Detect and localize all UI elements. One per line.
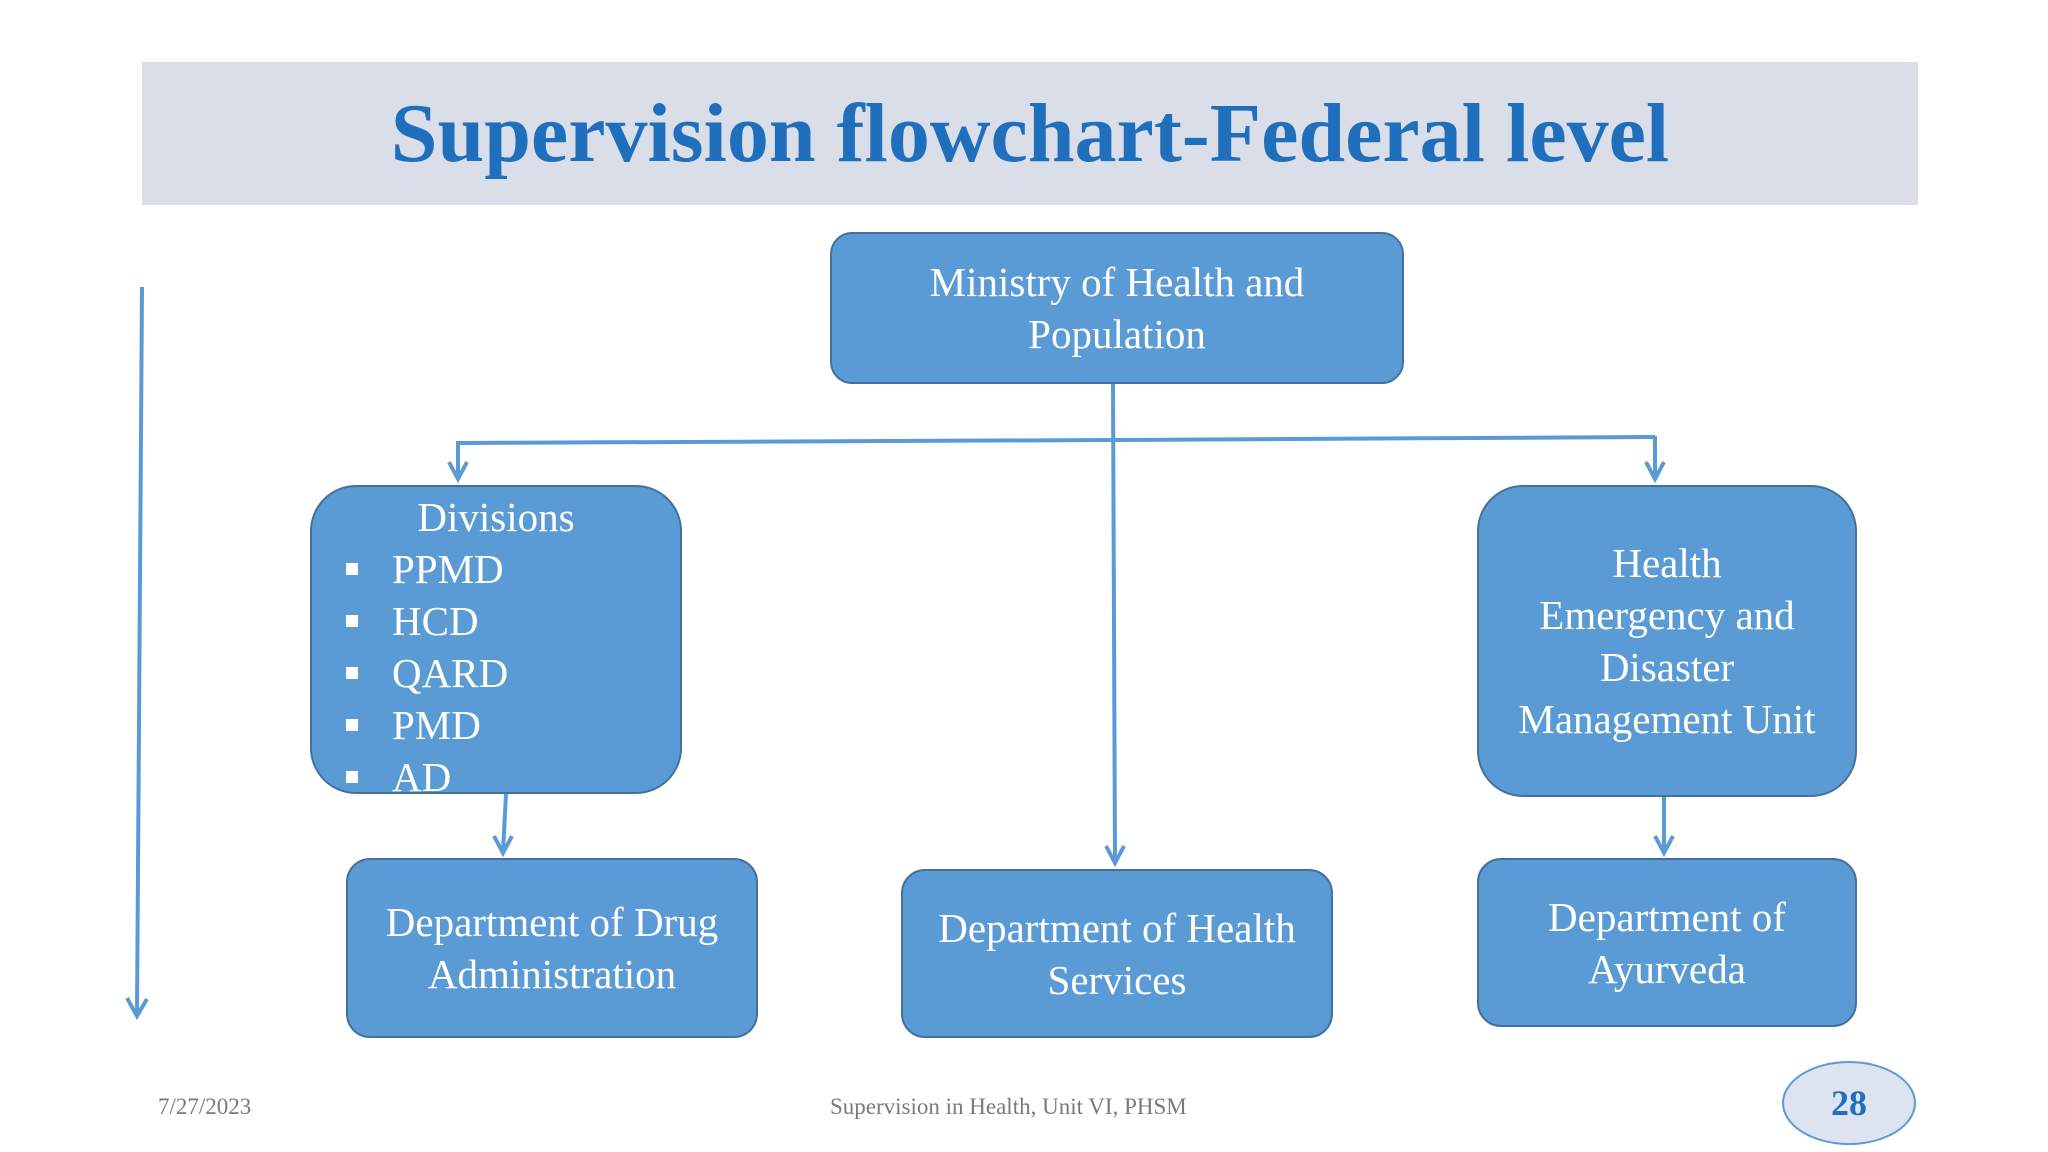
division-label: QARD bbox=[392, 650, 509, 696]
node-department-health-services: Department of Health Services bbox=[901, 869, 1333, 1038]
slide-title: Supervision flowchart-Federal level bbox=[390, 86, 1670, 180]
square-bullet-icon bbox=[346, 667, 358, 679]
node-drug-line: Department of Drug bbox=[385, 899, 719, 945]
divisions-list: PPMD HCD QARD PMD AD bbox=[312, 543, 680, 803]
list-item: HCD bbox=[312, 595, 680, 647]
node-ayurveda-line: Department of bbox=[1548, 893, 1786, 940]
node-divisions-title: Divisions bbox=[417, 494, 575, 540]
footer-text: Supervision in Health, Unit VI, PHSM bbox=[830, 1094, 1187, 1119]
title-bar: Supervision flowchart-Federal level bbox=[142, 62, 1918, 205]
page-number: 28 bbox=[1782, 1061, 1916, 1145]
node-health-services-line: Department of Health bbox=[938, 904, 1296, 951]
left-vertical-arrow bbox=[125, 286, 149, 1021]
edge-ministry-hedmu bbox=[1644, 436, 1666, 484]
footer-date: 7/27/2023 bbox=[158, 1094, 252, 1119]
node-hedmu-line: Emergency and bbox=[1539, 592, 1795, 638]
edge-divisions-drug bbox=[492, 793, 514, 858]
edge-hedmu-ayurveda bbox=[1653, 797, 1675, 858]
edge-ministry-divisions bbox=[447, 441, 469, 484]
list-item: QARD bbox=[312, 647, 680, 699]
node-department-ayurveda: Department of Ayurveda bbox=[1477, 858, 1857, 1027]
list-item: PPMD bbox=[312, 543, 680, 595]
node-department-drug-administration: Department of Drug Administration bbox=[346, 858, 758, 1038]
node-ministry-line: Ministry of Health and bbox=[929, 259, 1305, 305]
node-drug-line: Administration bbox=[427, 951, 677, 997]
node-health-emergency-unit: Health Emergency and Disaster Management… bbox=[1477, 485, 1857, 797]
division-label: AD bbox=[392, 754, 452, 800]
node-ministry: Ministry of Health and Population bbox=[830, 232, 1404, 384]
connector-bus bbox=[457, 435, 1656, 445]
division-label: PMD bbox=[392, 702, 481, 748]
square-bullet-icon bbox=[346, 771, 358, 783]
division-label: HCD bbox=[392, 598, 479, 644]
edge-ministry-health-services bbox=[1104, 383, 1126, 868]
node-health-services-line: Services bbox=[1047, 956, 1187, 1003]
node-ministry-line: Population bbox=[1028, 311, 1206, 357]
division-label: PPMD bbox=[392, 546, 504, 592]
node-hedmu-line: Management Unit bbox=[1518, 696, 1816, 742]
square-bullet-icon bbox=[346, 563, 358, 575]
list-item: AD bbox=[312, 751, 680, 803]
square-bullet-icon bbox=[346, 719, 358, 731]
node-hedmu-line: Health bbox=[1612, 540, 1722, 586]
square-bullet-icon bbox=[346, 615, 358, 627]
list-item: PMD bbox=[312, 699, 680, 751]
node-divisions: Divisions PPMD HCD QARD PMD AD bbox=[310, 485, 682, 800]
node-ayurveda-line: Ayurveda bbox=[1588, 945, 1746, 992]
node-hedmu-line: Disaster bbox=[1599, 644, 1735, 690]
